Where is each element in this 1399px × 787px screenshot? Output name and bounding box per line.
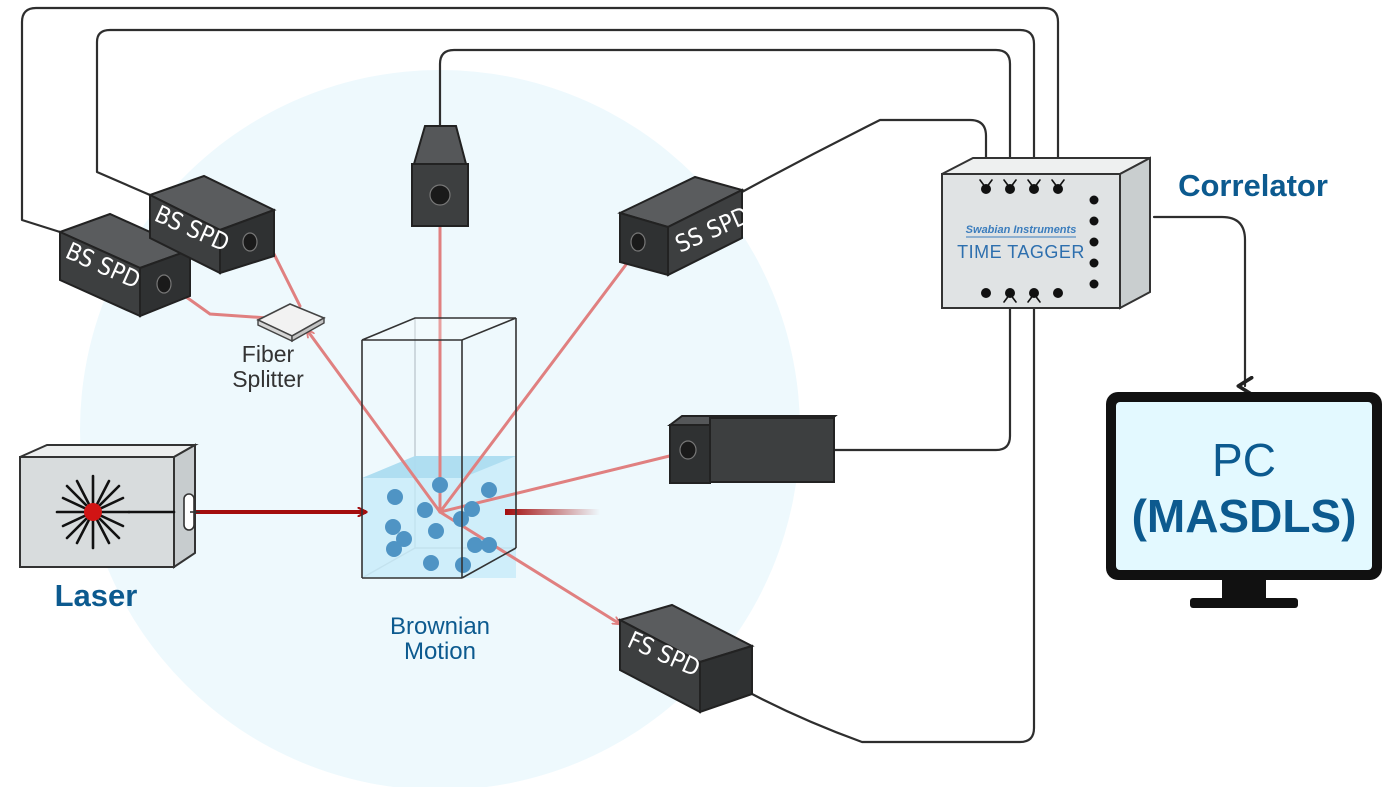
port-arrows [979, 179, 1065, 303]
top-aperture [429, 184, 451, 206]
time-tagger: Swabian Instruments TIME TAGGER [941, 156, 1151, 310]
brownian-label-line1: Brownian [390, 613, 490, 640]
fiber-label-line1: Fiber [242, 341, 295, 367]
side-aperture [679, 440, 697, 460]
cable-bs2 [95, 28, 1036, 197]
cable-bs1 [20, 6, 1060, 234]
beam-to-fs [438, 510, 620, 626]
brownian-label-line2: Motion [404, 638, 476, 665]
beam-to-ss [438, 236, 648, 514]
ss-aperture [630, 232, 646, 252]
particles [385, 477, 497, 573]
cable-ss [740, 118, 988, 194]
fiber-splitter [256, 303, 326, 343]
transmitted-beam [505, 509, 600, 515]
bs2-aperture [242, 232, 258, 252]
detector-bs2: BS SPD [147, 174, 277, 275]
pc-label: PC [1212, 434, 1276, 486]
masdls-label: (MASDLS) [1132, 490, 1357, 542]
cable-side [833, 294, 1012, 452]
cable-fs [724, 294, 1036, 744]
cable-top [438, 48, 1012, 180]
correlator-label: Correlator [1178, 168, 1328, 203]
beam-to-side [438, 450, 694, 514]
beam-to-splitter [305, 330, 442, 514]
bs1-aperture [156, 274, 172, 294]
laser-label: Laser [55, 578, 138, 613]
swabian-logo: Swabian Instruments [966, 224, 1077, 236]
laser-source [19, 443, 200, 569]
pc-monitor: PC (MASDLS) [1106, 392, 1382, 608]
detector-fs: FS SPD [617, 603, 755, 714]
detector-bs1: BS SPD [57, 212, 193, 318]
cuvette [361, 317, 517, 579]
detector-side [667, 415, 838, 484]
cables [20, 6, 1245, 744]
fiber-label-line2: Splitter [232, 366, 304, 392]
cable-pc [1152, 215, 1245, 386]
time-tagger-label: TIME TAGGER [957, 242, 1085, 262]
detector-top [411, 125, 469, 227]
